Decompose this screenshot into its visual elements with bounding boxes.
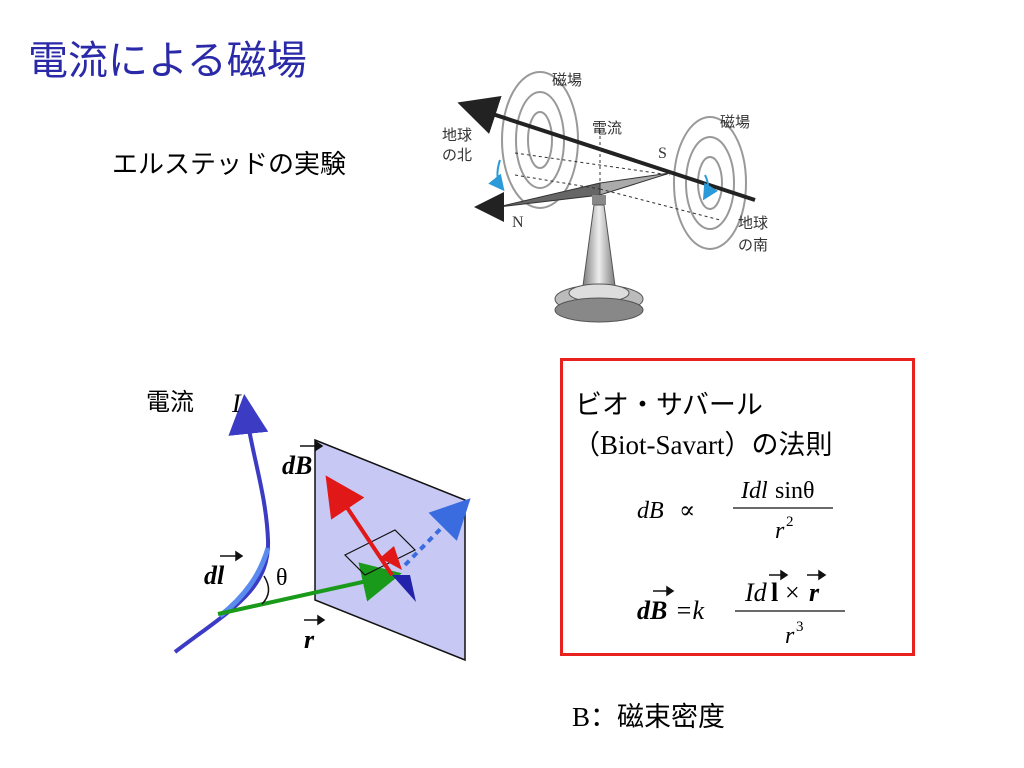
formula2-eq: =k — [675, 596, 705, 625]
biot-savart-law-box: ビオ・サバール （Biot-Savart）の法則 dB ∝ Idl sinθ r… — [560, 358, 915, 656]
slide-title: 電流による磁場 — [28, 38, 307, 84]
biot-savart-formula: dB =k Id l × r r 3 — [637, 569, 845, 649]
db-vector — [325, 475, 394, 577]
footnote-symbol: B — [572, 702, 591, 732]
law-title-paren: （Biot-Savart） — [573, 430, 752, 460]
footnote-text: ：磁束密度 — [590, 702, 726, 733]
law-title-tail: の法則 — [751, 430, 833, 461]
formula2-vector-r: r — [809, 578, 820, 607]
label-field-right: 磁場 — [720, 114, 750, 131]
label-s-pole: S — [658, 145, 667, 162]
formula2-vector-l: l — [771, 578, 778, 607]
law-title-line1: ビオ・サバール — [575, 390, 763, 421]
formula2-times: × — [785, 578, 800, 607]
proportionality-formula: dB ∝ Idl sinθ r 2 — [637, 478, 833, 544]
current-label: 電流 — [146, 389, 194, 416]
db-label: dB — [282, 451, 312, 480]
footnote-magnetic-flux-density: B：磁束密度 — [572, 695, 725, 734]
law-title-line2: （Biot-Savart）の法則 — [573, 423, 832, 462]
label-n-pole: N — [512, 214, 524, 231]
label-earth-south-1: 地球 — [738, 215, 768, 232]
formula1-prop: ∝ — [679, 498, 695, 524]
formula1-denominator-exp: 2 — [786, 514, 794, 530]
oersted-experiment-figure: 磁場 磁場 電流 地球 の北 地球 の南 S N — [442, 71, 768, 323]
formula2-numerator: Id — [744, 578, 768, 607]
field-loop-right — [673, 116, 747, 250]
formula1-lhs: dB — [637, 498, 664, 524]
formula1-denominator: r — [775, 518, 785, 544]
label-earth-north-1: 地球 — [442, 127, 472, 144]
dl-label: dl — [204, 561, 225, 590]
formula1-numerator-func: sinθ — [775, 478, 815, 504]
formula2-lhs: dB — [637, 596, 667, 625]
label-earth-north-2: の北 — [442, 147, 472, 164]
formula2-denominator: r — [785, 623, 795, 649]
label-earth-south-2: の南 — [738, 237, 768, 254]
formula2-denominator-exp: 3 — [796, 619, 804, 635]
experiment-subtitle: エルステッドの実験 — [112, 150, 347, 180]
biot-savart-diagram: 電流 I dB dl θ r — [146, 389, 471, 662]
compass-stand — [581, 204, 617, 294]
current-wire-curve — [173, 394, 271, 654]
current-symbol: I — [231, 389, 242, 418]
r-vector — [217, 562, 402, 616]
dl-direction-dotted — [403, 498, 471, 567]
r-label: r — [304, 625, 315, 654]
label-field-left: 磁場 — [552, 72, 582, 89]
formula1-numerator-italic: Idl — [740, 478, 768, 504]
compass-needle-south — [599, 172, 671, 196]
label-current: 電流 — [592, 120, 622, 137]
theta-label: θ — [276, 565, 288, 591]
